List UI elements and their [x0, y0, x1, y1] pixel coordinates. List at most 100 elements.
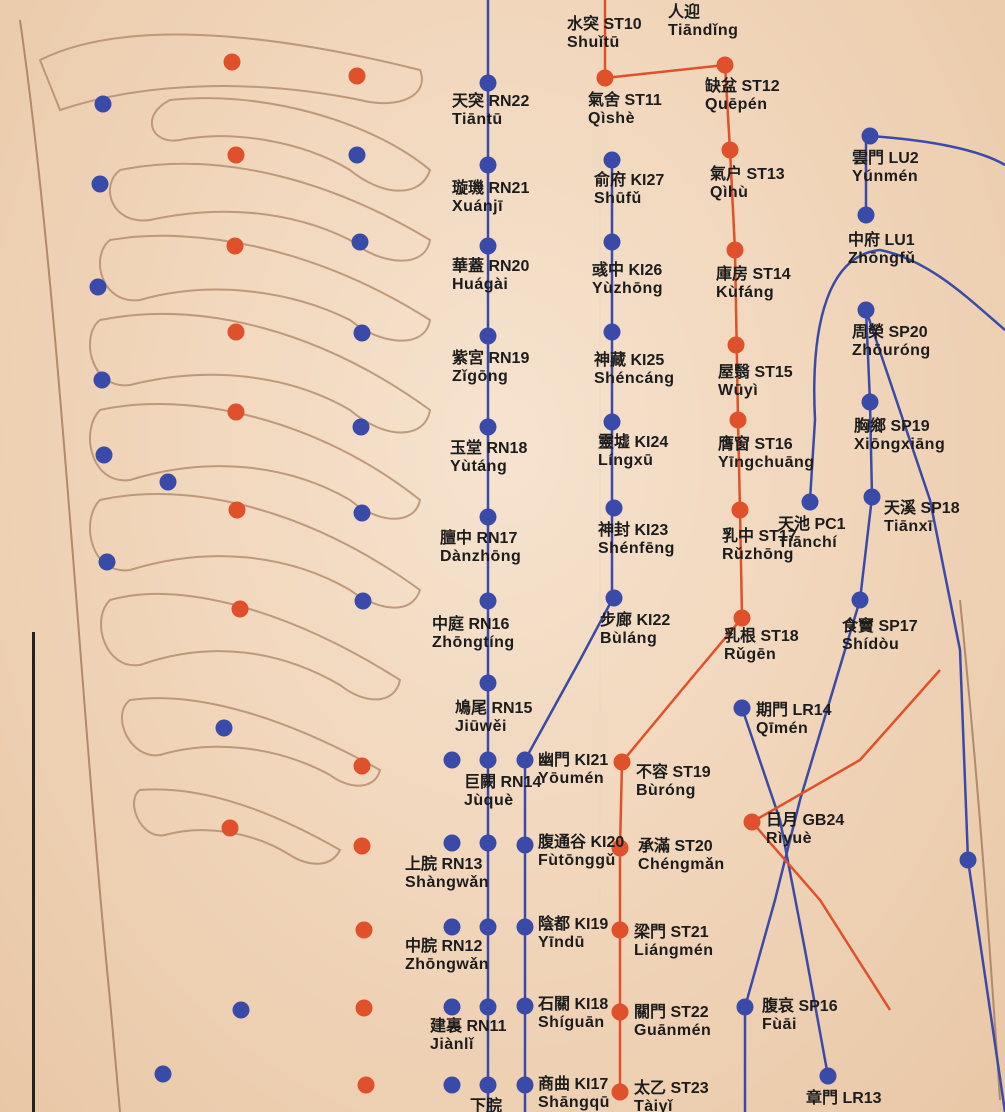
acupoint-dot: [737, 999, 754, 1016]
acupoint-dot: [480, 835, 497, 852]
acupoint-chinese-name: 中脘 RN12: [405, 938, 489, 956]
acupoint-dot: [717, 57, 734, 74]
acupoint-pinyin: Shūfǔ: [594, 190, 664, 208]
acupoint-pinyin: Fùtōnggǔ: [538, 852, 624, 870]
acupoint-dot: [517, 837, 534, 854]
acupoint-chinese-name: 天溪 SP18: [884, 500, 960, 518]
acupoint-chinese-name: 梁門 ST21: [634, 924, 714, 942]
acupoint-pinyin: Shuǐtū: [567, 34, 642, 52]
acupoint-dot: [517, 752, 534, 769]
acupoint-chinese-name: 氣户 ST13: [710, 166, 785, 184]
acupoint-pinyin: Qìhù: [710, 184, 785, 202]
acupoint-label-st9: 人迎Tiāndǐng: [668, 4, 738, 40]
acupoint-chinese-name: 鳩尾 RN15: [455, 700, 532, 718]
acupoint-pinyin: Yōumén: [538, 770, 608, 788]
acupoint-label-rn22: 天突 RN22Tiāntū: [452, 93, 529, 129]
rib-outline: [122, 698, 380, 786]
acupoint-chinese-name: 俞府 KI27: [594, 172, 664, 190]
acupoint-label-sp18: 天溪 SP18Tiānxī: [884, 500, 960, 536]
acupoint-chinese-name: 日月 GB24: [766, 812, 844, 830]
acupoint-chinese-name: 乳根 ST18: [724, 628, 799, 646]
acupoint-pinyin: Yùzhōng: [592, 280, 663, 298]
acupoint-pinyin: Zhōngtíng: [432, 634, 515, 652]
body-contour: [960, 600, 1000, 1100]
acupoint-chinese-name: 巨闕 RN14: [464, 774, 541, 792]
acupoint-chinese-name: 下脘: [470, 1098, 502, 1112]
rib-outline: [110, 164, 430, 261]
acupoint-dot: [612, 1084, 629, 1101]
acupoint-pinyin: Tiānxī: [884, 518, 960, 536]
acupoint-chinese-name: 中庭 RN16: [432, 616, 515, 634]
acupoint-dot: [480, 157, 497, 174]
acupoint-pinyin: Shàngwǎn: [405, 874, 489, 892]
acupoint-dot: [730, 412, 747, 429]
acupoint-dot: [228, 147, 245, 164]
acupoint-dot: [604, 324, 621, 341]
acupoint-dot: [349, 68, 366, 85]
acupoint-dot: [227, 238, 244, 255]
acupoint-dot: [480, 593, 497, 610]
acupoint-dot: [480, 328, 497, 345]
acupoint-pinyin: Rǔzhōng: [722, 546, 797, 564]
acupoint-chinese-name: 食竇 SP17: [842, 618, 918, 636]
acupoint-chinese-name: 步廊 KI22: [600, 612, 670, 630]
acupoint-label-ki26: 彧中 KI26Yùzhōng: [592, 262, 663, 298]
acupoint-pinyin: Zǐgōng: [452, 368, 529, 386]
acupoint-dot: [358, 1077, 375, 1094]
acupoint-pinyin: Xuánjī: [452, 198, 529, 216]
acupoint-dot: [233, 1002, 250, 1019]
acupoint-chinese-name: 石關 KI18: [538, 996, 608, 1014]
acupoint-dot: [356, 1000, 373, 1017]
acupoint-label-st14: 庫房 ST14Kùfáng: [716, 266, 791, 302]
acupoint-dot: [480, 238, 497, 255]
acupoint-pinyin: Shénfēng: [598, 540, 675, 558]
acupoint-dot: [96, 447, 113, 464]
acupoint-chinese-name: 關門 ST22: [634, 1004, 711, 1022]
acupoint-dot: [732, 502, 749, 519]
acupoint-label-st17: 乳中 ST17Rǔzhōng: [722, 528, 797, 564]
acupoint-dot: [604, 234, 621, 251]
acupoint-dot: [727, 242, 744, 259]
acupoint-chinese-name: 周榮 SP20: [852, 324, 931, 342]
acupoint-dot: [480, 75, 497, 92]
acupoint-chinese-name: 胸鄉 SP19: [854, 418, 945, 436]
acupoint-dot: [728, 337, 745, 354]
acupoint-pinyin: Língxū: [598, 452, 668, 470]
acupoint-dot: [356, 922, 373, 939]
kidney-meridian-line: [525, 160, 612, 1112]
acupoint-dot: [354, 325, 371, 342]
acupoint-label-sp20: 周榮 SP20Zhōuróng: [852, 324, 931, 360]
acupoint-dot: [612, 922, 629, 939]
rib-outline: [101, 594, 400, 700]
acupoint-label-st19: 不容 ST19Bùróng: [636, 764, 711, 800]
acupoint-label-gb24: 日月 GB24Rìyuè: [766, 812, 844, 848]
acupoint-dot: [354, 758, 371, 775]
acupoint-chinese-name: 承滿 ST20: [638, 838, 725, 856]
acupoint-dot: [94, 372, 111, 389]
acupoint-dot: [734, 610, 751, 627]
rib-outline: [100, 236, 430, 341]
acupoint-dot: [480, 919, 497, 936]
acupoint-chinese-name: 璇璣 RN21: [452, 180, 529, 198]
acupoint-dot: [480, 509, 497, 526]
acupoint-chinese-name: 缺盆 ST12: [705, 78, 780, 96]
acupoint-dot: [744, 814, 761, 831]
acupoint-dot: [862, 128, 879, 145]
acupoint-pinyin: Bùróng: [636, 782, 711, 800]
acupoint-chinese-name: 紫宮 RN19: [452, 350, 529, 368]
acupoint-chinese-name: 腹通谷 KI20: [538, 834, 624, 852]
acupoint-dot: [354, 838, 371, 855]
acupoint-label-rn14: 巨闕 RN14Jùquè: [464, 774, 541, 810]
acupoint-dot: [444, 835, 461, 852]
acupoint-dot: [232, 601, 249, 618]
rib-outline: [90, 314, 430, 433]
acupoint-dot: [862, 394, 879, 411]
acupoint-label-st11: 氣舍 ST11Qìshè: [588, 92, 662, 128]
acupoint-pinyin: Jiànlǐ: [430, 1036, 506, 1054]
acupoint-pinyin: Tàiyǐ: [634, 1098, 709, 1112]
